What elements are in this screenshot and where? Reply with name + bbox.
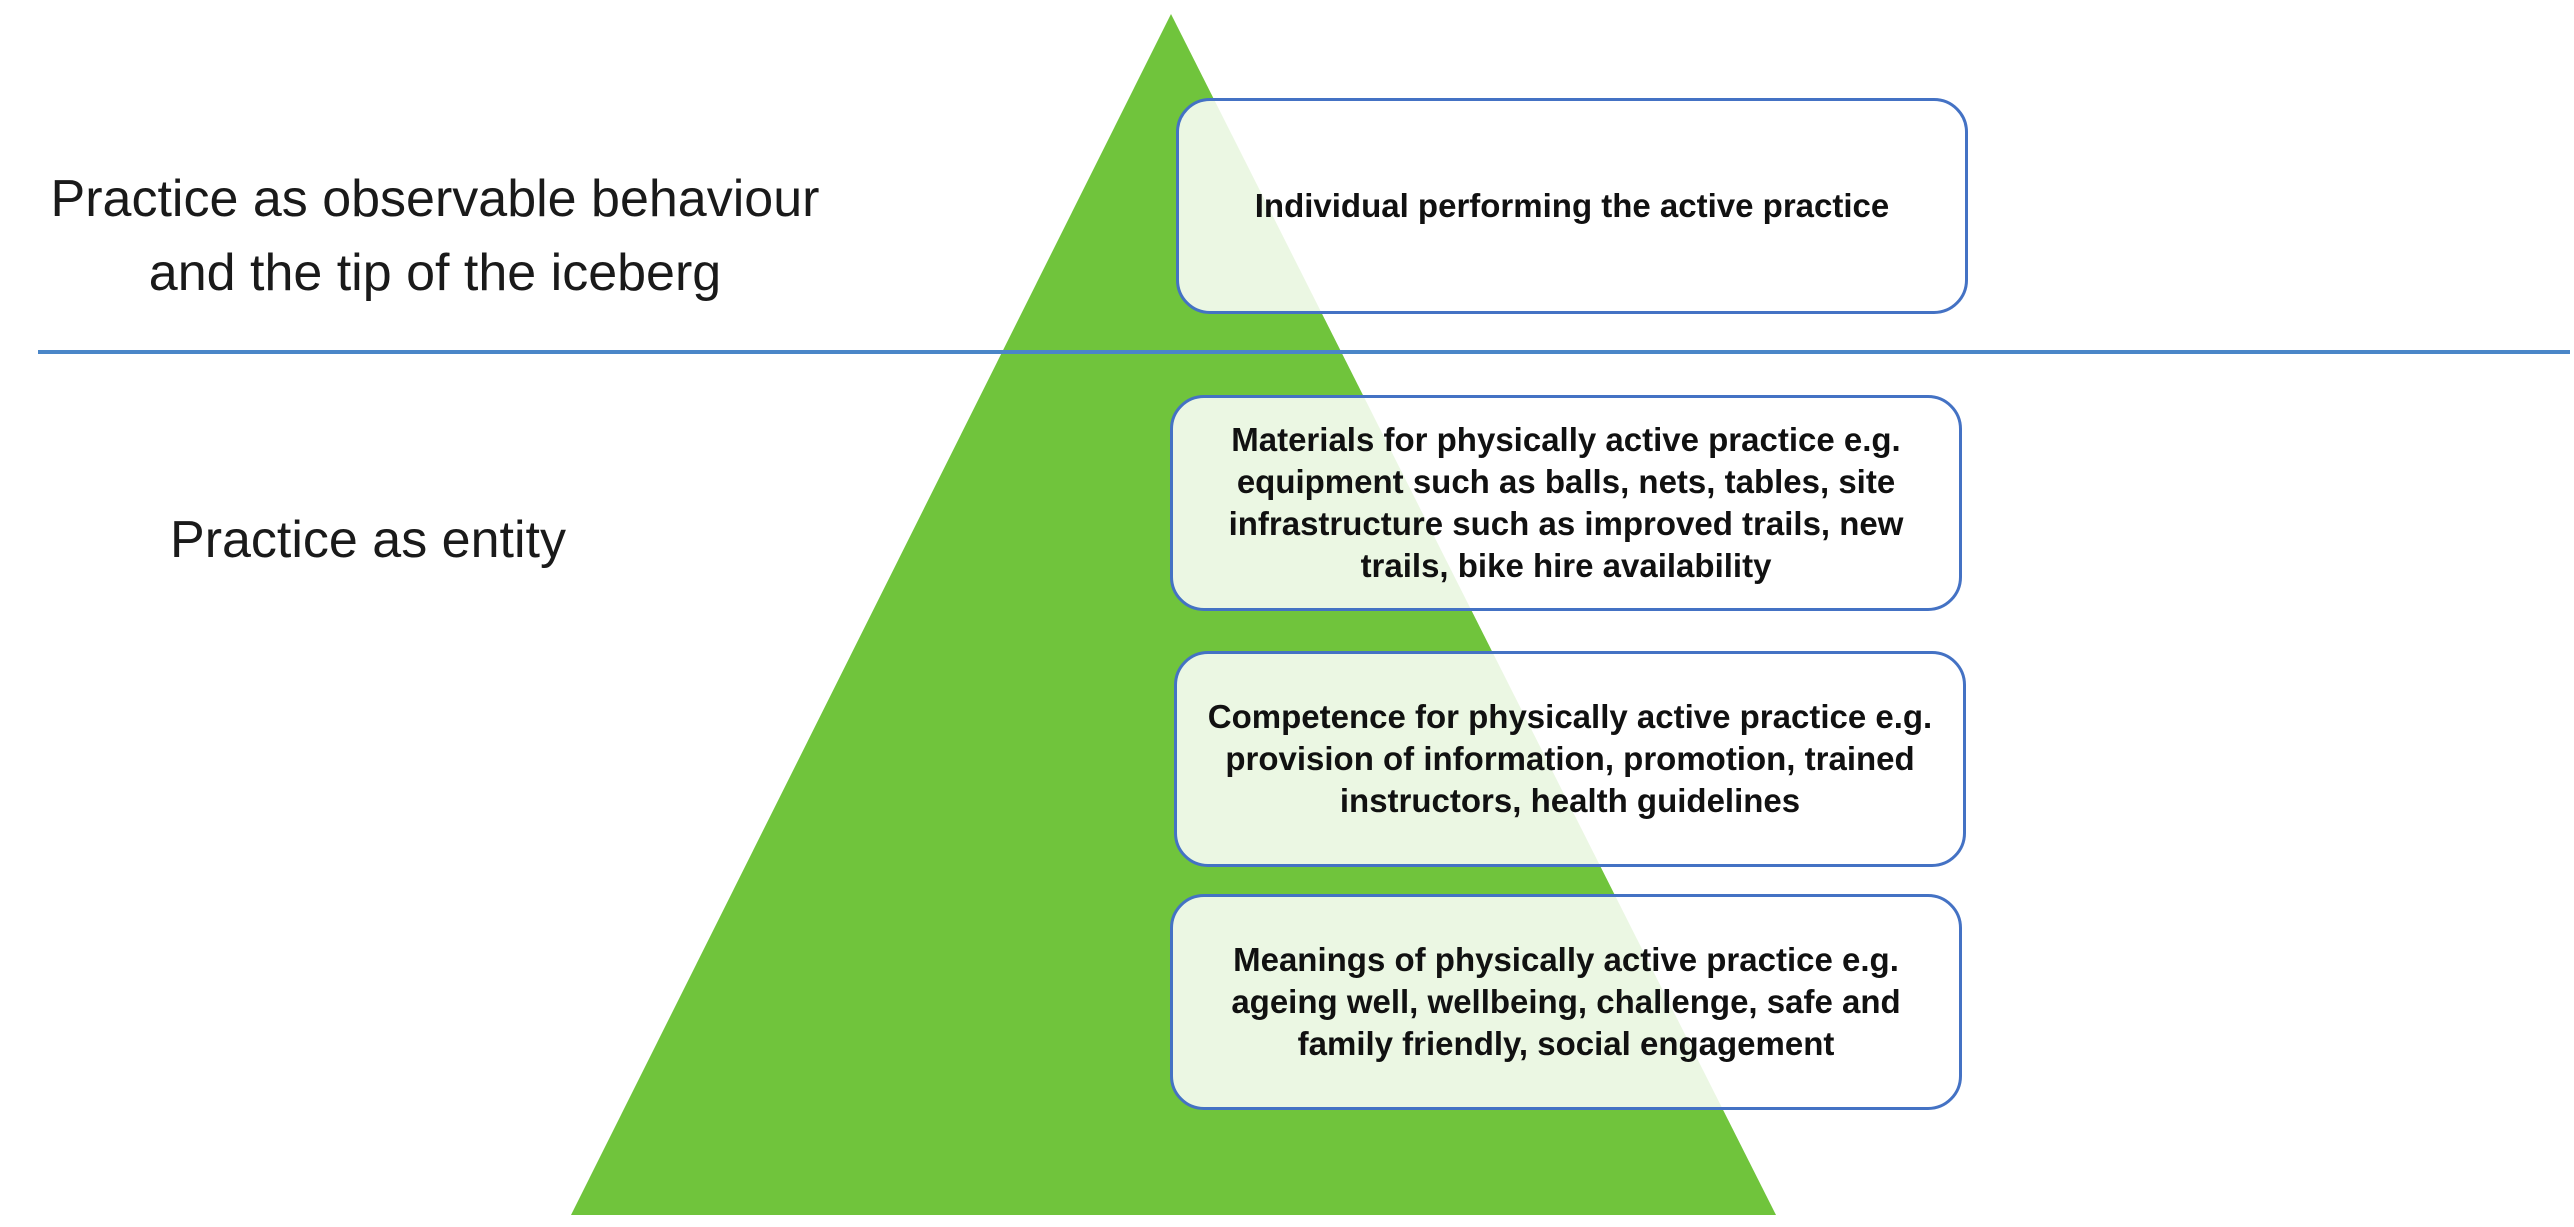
materials-box-text: Materials for physically active practice…	[1228, 420, 1904, 585]
practice-as-entity-label: Practice as entity	[170, 511, 566, 569]
meanings-box: Meanings of physically active practice e…	[1170, 894, 1962, 1110]
competence-box-text: Competence for physically active practic…	[1207, 697, 1933, 820]
observable-behaviour-label: Practice as observable behaviour and the…	[50, 170, 820, 303]
individual-box: Individual performing the active practic…	[1176, 98, 1968, 314]
meanings-box-text: Meanings of physically active practice e…	[1231, 940, 1901, 1063]
materials-box: Materials for physically active practice…	[1170, 395, 1962, 611]
competence-box: Competence for physically active practic…	[1174, 651, 1966, 867]
individual-box-text: Individual performing the active practic…	[1254, 186, 1890, 224]
